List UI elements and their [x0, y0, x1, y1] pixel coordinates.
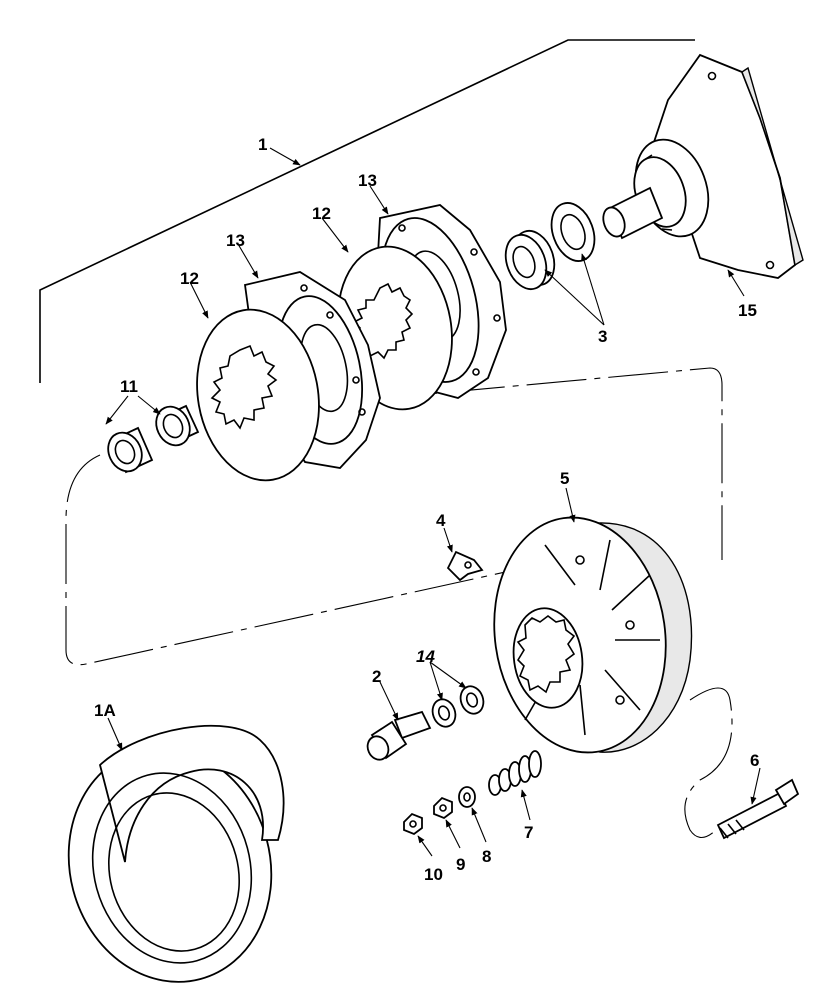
drum-part-1a — [67, 724, 285, 983]
alignment-loop-right — [684, 687, 733, 839]
callout-13-left: 13 — [226, 231, 245, 250]
callout-11: 11 — [120, 377, 138, 396]
callout-1: 1 — [258, 135, 267, 154]
callout-12-right: 12 — [312, 204, 331, 223]
callout-12-left: 12 — [180, 269, 199, 288]
bushings-part-11 — [107, 404, 200, 474]
callout-2: 2 — [372, 667, 381, 686]
friction-disc-part-12-left — [196, 308, 320, 482]
spring-washers-part-3 — [504, 202, 596, 291]
hub-part-5 — [493, 516, 693, 754]
callout-15: 15 — [738, 301, 757, 320]
long-bolt-part-6 — [716, 778, 800, 840]
callout-3: 3 — [598, 327, 607, 346]
bolt-part-2 — [366, 710, 432, 761]
callout-9: 9 — [456, 855, 465, 874]
callout-4: 4 — [436, 511, 446, 530]
nut-part-10 — [403, 812, 423, 836]
callout-6: 6 — [750, 751, 759, 770]
callout-5: 5 — [560, 469, 569, 488]
callout-10: 10 — [424, 865, 443, 884]
callout-13-right: 13 — [358, 171, 377, 190]
bracket-part-4 — [446, 550, 484, 582]
callout-1a: 1A — [94, 701, 116, 720]
washers-part-14 — [431, 685, 485, 728]
housing-plate-part-15 — [602, 53, 804, 279]
nut-part-9 — [433, 796, 453, 820]
washer-part-8 — [458, 786, 476, 808]
callout-14: 14 — [416, 647, 435, 666]
callout-8: 8 — [482, 847, 491, 866]
alignment-loop-left — [65, 367, 723, 666]
leader-lines — [105, 147, 761, 857]
spring-part-7 — [488, 750, 542, 796]
assembly-bracket — [39, 39, 695, 383]
callouts: 1 13 12 13 12 11 3 15 4 5 2 14 7 8 9 10 … — [94, 135, 759, 884]
callout-7: 7 — [524, 823, 533, 842]
